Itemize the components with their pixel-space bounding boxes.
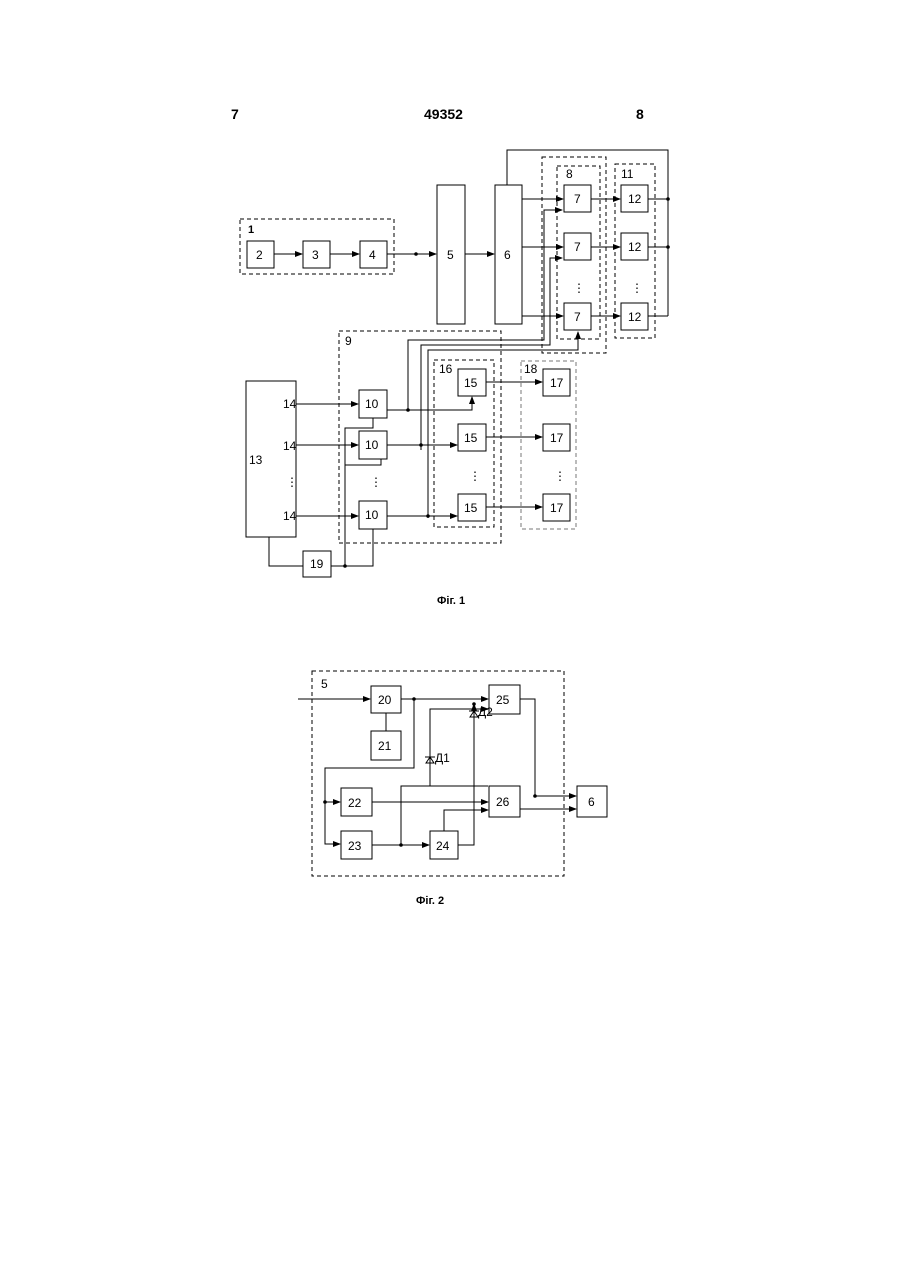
block-10-b-label: 10 — [365, 438, 379, 452]
fig2-block-23-label: 23 — [348, 839, 362, 853]
output-14-a-label: 14 — [283, 397, 297, 411]
diode-d1-label: Д1 — [435, 751, 450, 765]
block-15-b-label: 15 — [464, 431, 478, 445]
block-3-label: 3 — [312, 248, 319, 262]
fig2-block-22-label: 22 — [348, 796, 362, 810]
figure-1-caption: Фіг. 1 — [437, 595, 465, 607]
diode-d2-label: Д2 — [478, 705, 493, 719]
fig2-block-21-label: 21 — [378, 739, 392, 753]
block-15-ellipsis: ⋮ — [469, 469, 481, 483]
block-7-ellipsis: ⋮ — [573, 281, 585, 295]
block-10-a-label: 10 — [365, 397, 379, 411]
group-9-label: 9 — [345, 334, 352, 348]
block-7-b-label: 7 — [574, 240, 581, 254]
group-1-label: 1 — [248, 224, 254, 236]
block-12-a-label: 12 — [628, 192, 642, 206]
block-17-c-label: 17 — [550, 501, 564, 515]
block-15-a-label: 15 — [464, 376, 478, 390]
block-17-ellipsis: ⋮ — [554, 469, 566, 483]
group-16-label: 16 — [439, 362, 453, 376]
block-6-label: 6 — [504, 248, 511, 262]
figure-1: 1 8 11 9 16 18 2 3 4 5 6 7 7 ⋮ 7 — [240, 150, 670, 577]
group-18-label: 18 — [524, 362, 538, 376]
group-11-label: 11 — [621, 167, 634, 181]
block-4-label: 4 — [369, 248, 376, 262]
block-15-c-label: 15 — [464, 501, 478, 515]
block-12-c-label: 12 — [628, 310, 642, 324]
figure-2: 5 20 21 22 23 24 25 26 6 Д1 — [298, 671, 607, 876]
figure-2-caption: Фіг. 2 — [416, 895, 444, 907]
group-8-label: 8 — [566, 167, 573, 181]
block-12-b-label: 12 — [628, 240, 642, 254]
block-7-c-label: 7 — [574, 310, 581, 324]
block-2-label: 2 — [256, 248, 263, 262]
fig2-block-26-label: 26 — [496, 795, 510, 809]
fig2-block-6-label: 6 — [588, 795, 595, 809]
block-17-a-label: 17 — [550, 376, 564, 390]
fig2-block-24-label: 24 — [436, 839, 450, 853]
block-5-label: 5 — [447, 248, 454, 262]
output-14-ellipsis: ⋮ — [286, 475, 298, 489]
block-7-a-label: 7 — [574, 192, 581, 206]
block-13-label: 13 — [249, 453, 263, 467]
block-10-c-label: 10 — [365, 508, 379, 522]
fig2-block-25-label: 25 — [496, 693, 510, 707]
fig2-block-20-label: 20 — [378, 693, 392, 707]
output-14-b-label: 14 — [283, 439, 297, 453]
block-12-ellipsis: ⋮ — [631, 281, 643, 295]
block-10-ellipsis: ⋮ — [370, 475, 382, 489]
block-17-b-label: 17 — [550, 431, 564, 445]
fig2-group-5-label: 5 — [321, 677, 328, 691]
output-14-c-label: 14 — [283, 509, 297, 523]
block-19-label: 19 — [310, 557, 324, 571]
